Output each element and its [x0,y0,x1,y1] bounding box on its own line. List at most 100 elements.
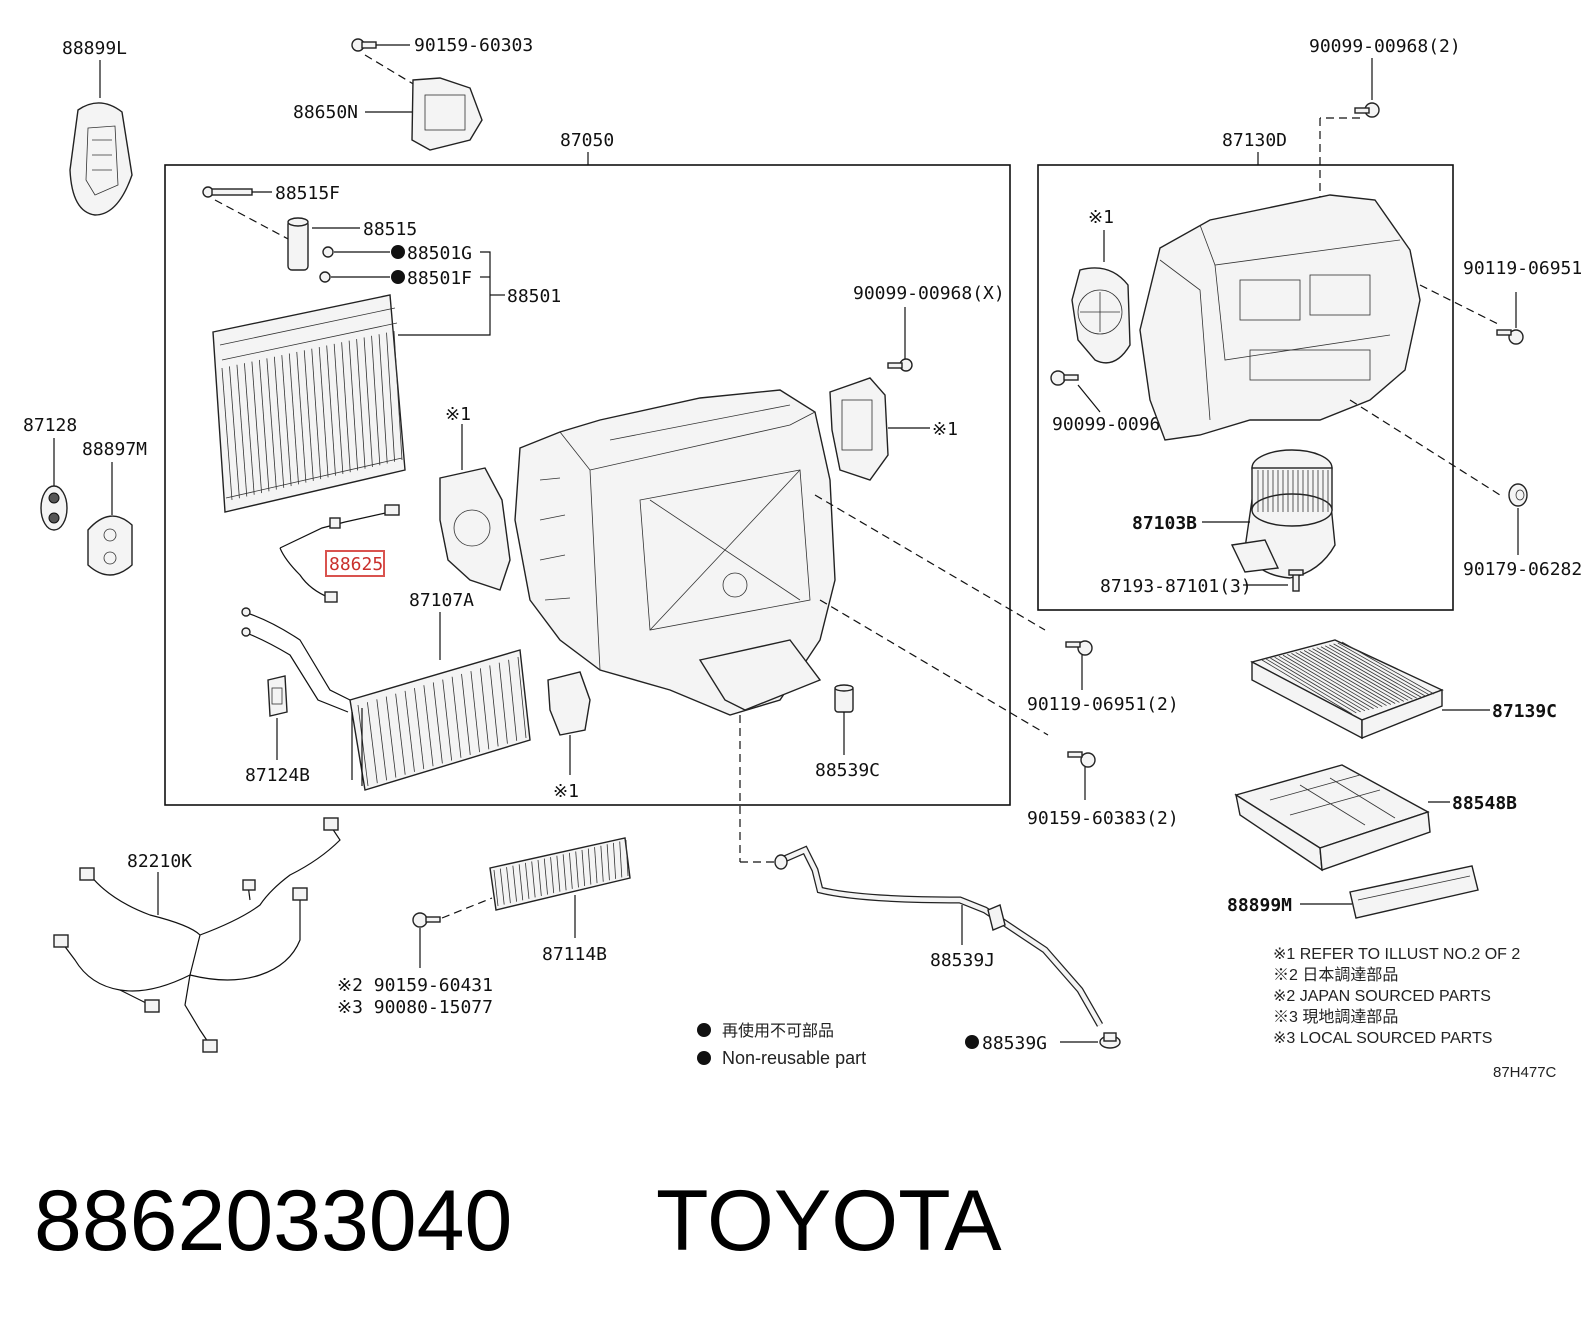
fin-line [575,851,579,888]
label-88539J: 88539J [930,950,995,971]
label-90159-60303: 90159-60303 [414,35,533,56]
label-87050: 87050 [560,130,614,151]
legend-nonreusable-jp: 再使用不可部品 [722,1022,834,1040]
fin-line [273,356,285,488]
nonreusable-dot-88501F [391,270,405,284]
bolt-90099-00968-X-b [1050,370,1079,386]
label-88501F: 88501F [407,268,472,289]
evaporator-88501-part [212,294,406,513]
part-88539C [834,684,854,713]
label-88501: 88501 [507,286,561,307]
fin-line [613,842,617,879]
nonreusable-dot-88539G [965,1035,979,1049]
assembly-box-87130D [1037,164,1454,611]
clip-88539G-part [1099,1032,1121,1049]
bolt-90119-06951 [1496,329,1524,345]
fin-line [281,355,292,487]
bolt-90159-60383-2 [1067,751,1096,768]
footer-part-number: 8862033040 [34,1173,512,1269]
fin-line [1278,655,1370,711]
fin-line [562,854,567,891]
fin-line [367,702,378,784]
label-82210K: 82210K [127,851,192,872]
o-ring-88501F-part [319,271,331,283]
blower-actuator-part [1071,267,1131,364]
clip-87124B-part [267,675,288,717]
label-90119-06951: 90119-06951 [1463,258,1582,279]
fin-line [221,367,233,501]
fin-line [625,839,629,877]
screen-87114B-part [489,837,631,911]
label-90179-06282: 90179-06282 [1463,559,1582,580]
washer-90179-06282 [1508,483,1528,507]
fin-line [244,363,255,495]
ref-mark-actuator-right: ※1 [932,419,958,440]
label-88515F: 88515F [275,183,340,204]
fin-line [356,339,366,469]
fin-line [251,361,262,494]
fin-line [229,366,240,499]
note-refer-illust: ※1 REFER TO ILLUST NO.2 OF 2 [1273,946,1520,963]
bolt-90119-06951-2 [1065,640,1093,656]
fin-line [470,671,480,753]
label-90119-06951-2: 90119-06951(2) [1027,694,1179,715]
hvac-case-87050-part [514,389,836,716]
label-88539G: 88539G [982,1033,1047,1054]
highlight-88625 [325,550,385,577]
legend-dot-jp [697,1023,711,1037]
fin-line [378,334,388,464]
label-88625[interactable]: 88625 [329,554,383,575]
fin-line [236,364,248,497]
fin-line [414,688,425,770]
wire-harness-82210K-part [53,817,341,1053]
fin-line [1291,653,1383,707]
note-local-jp: ※3 現地調達部品 [1273,1008,1398,1026]
filter-frame-88548B-part [1234,764,1431,872]
fin-line [341,342,351,473]
fin-line [357,704,369,787]
nonreusable-dot-88501G [391,245,405,259]
legend-dot-en [697,1051,711,1065]
fin-line [537,859,542,897]
fin-line [581,849,586,887]
label-88501G: 88501G [407,243,472,264]
legend-nonreusable-en: Non-reusable part [722,1048,866,1068]
label-88897M: 88897M [82,439,147,460]
fin-line [1274,656,1366,712]
fin-line [587,848,592,885]
drain-hose-88539J-part [774,845,1104,1027]
fin-line [1320,646,1413,700]
fin-line [318,347,329,478]
bolt-90159-60431 [412,912,441,928]
fin-line [1299,651,1392,705]
bolt-90099-00968-X-a [887,358,913,372]
fin-line [333,343,344,474]
fin-line [311,348,322,480]
fin-line [499,868,505,905]
screw-87193-87101 [1288,569,1304,592]
o-ring-88501G-part [322,246,334,258]
fin-line [393,330,403,461]
fin-line [517,656,527,739]
fin-line [506,867,511,904]
actuator-left-part [439,467,511,591]
fin-line [606,844,610,881]
fin-line [1324,645,1417,699]
valve-88515-part [287,217,309,271]
fin-line [518,864,524,901]
grommet-88897M-part [87,515,133,576]
fin-line [1287,653,1379,709]
heater-core-87107A-part [241,607,531,791]
fin-line [619,841,623,878]
note-japan-en: ※2 JAPAN SOURCED PARTS [1273,988,1491,1005]
fin-line [326,345,336,476]
fin-line [432,682,443,764]
grommet-87128-part [40,485,68,531]
fin-line [451,676,462,758]
fin-line [1295,652,1387,706]
fin-line [1341,641,1435,695]
fin-line [442,679,453,761]
label-88515: 88515 [363,219,417,240]
actuator-lower-part [547,671,591,736]
